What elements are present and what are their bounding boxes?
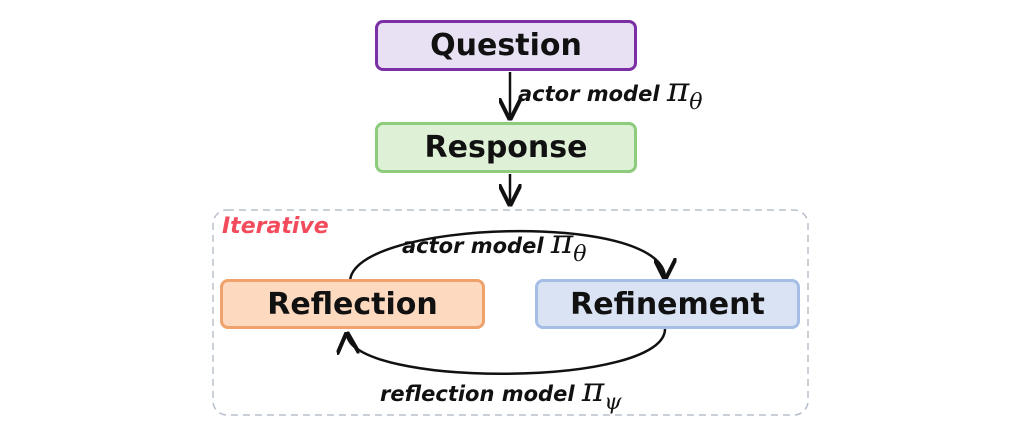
- refinement-label: Refinement: [570, 286, 765, 322]
- theta-subscript: θ: [689, 89, 703, 115]
- edge-label-actor-loop: actor model πθ: [402, 222, 586, 267]
- psi-subscript: ψ: [604, 389, 622, 415]
- question-node: Question: [375, 20, 637, 71]
- arc-reflection-to-refinement: [348, 229, 665, 283]
- response-label: Response: [424, 130, 588, 165]
- edge-label-reflection-loop: reflection model πψ: [380, 370, 621, 415]
- iterative-group-border: [212, 209, 809, 416]
- reflection-node: Reflection: [220, 279, 485, 329]
- theta-subscript: θ: [573, 241, 587, 267]
- edge-text-actor-loop: actor model: [402, 234, 544, 258]
- reflection-label: Reflection: [267, 286, 438, 322]
- arc-refinement-to-reflection: [347, 327, 667, 376]
- pi-symbol: π: [666, 70, 690, 110]
- pi-symbol: π: [550, 222, 574, 262]
- pi-symbol: π: [581, 370, 605, 410]
- pi-theta-symbol: πθ: [666, 70, 703, 115]
- response-node: Response: [375, 122, 637, 173]
- iterative-label: Iterative: [222, 214, 329, 239]
- refinement-node: Refinement: [535, 279, 800, 329]
- edge-label-actor-top: actor model πθ: [518, 70, 702, 115]
- edge-text-reflection-loop: reflection model: [380, 382, 575, 406]
- pi-theta-loop-symbol: πθ: [550, 222, 587, 267]
- pi-psi-symbol: πψ: [581, 370, 622, 415]
- question-label: Question: [430, 28, 582, 63]
- edge-text-actor-top: actor model: [518, 82, 660, 106]
